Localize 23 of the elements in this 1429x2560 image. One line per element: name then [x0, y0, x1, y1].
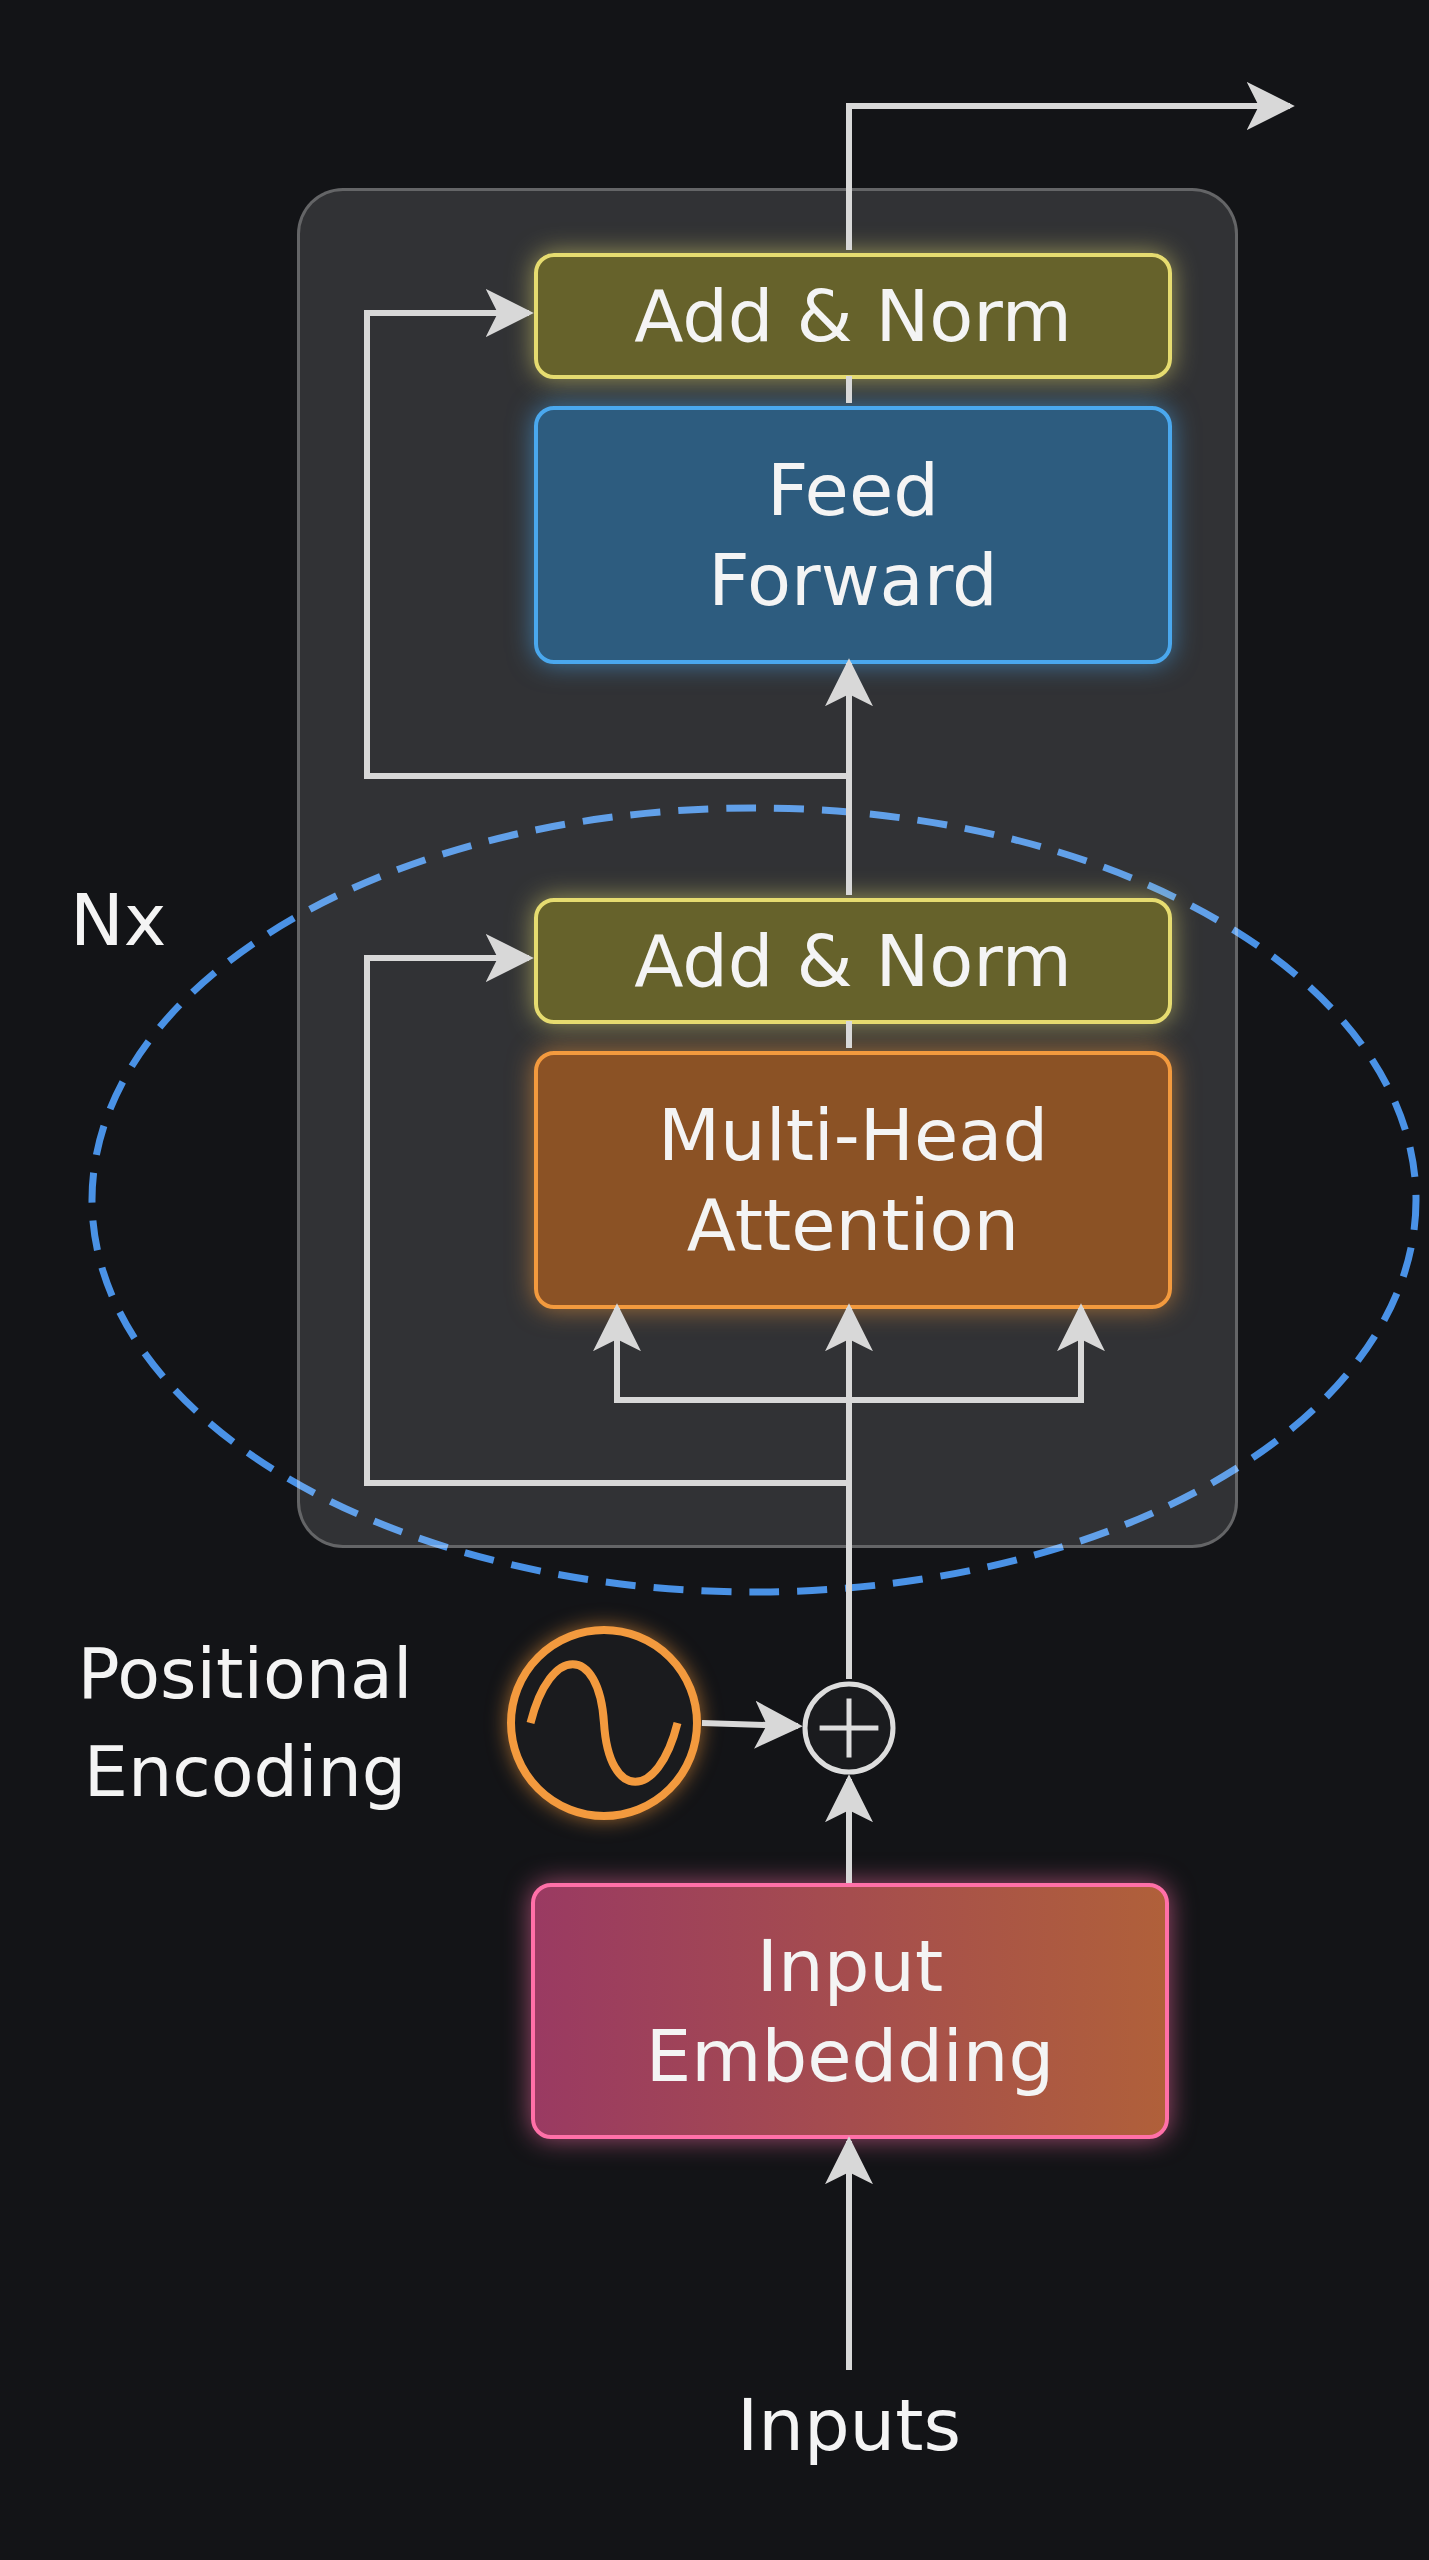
feed-forward-box: [534, 406, 1172, 664]
add-norm-box: [534, 898, 1172, 1024]
arrow: [825, 2136, 873, 2370]
box-label: Add & Norm: [633, 273, 1073, 360]
node-caption: Positional Encoding: [76, 1632, 414, 1815]
encoder-block: [297, 188, 1238, 1548]
add-norm-box: [534, 253, 1172, 379]
arrow: [825, 1774, 873, 1883]
box-label: Feed Forward: [707, 447, 999, 624]
connector-line: [846, 376, 852, 403]
box-label: Multi-Head Attention: [656, 1092, 1050, 1269]
arrow: [846, 82, 1295, 250]
sine-wave-circle: [506, 1625, 702, 1821]
adder-circle: [800, 1679, 898, 1777]
attention-box: [534, 1051, 1172, 1309]
input-label: Inputs: [649, 2370, 1049, 2480]
embedding-box: [531, 1883, 1169, 2139]
box-label: Add & Norm: [633, 918, 1073, 1005]
repeat-label: Nx: [70, 877, 167, 964]
box-label: Input Embedding: [644, 1923, 1056, 2100]
arrow: [701, 1700, 803, 1749]
connector-line: [846, 1021, 852, 1048]
arrow: [364, 289, 852, 895]
